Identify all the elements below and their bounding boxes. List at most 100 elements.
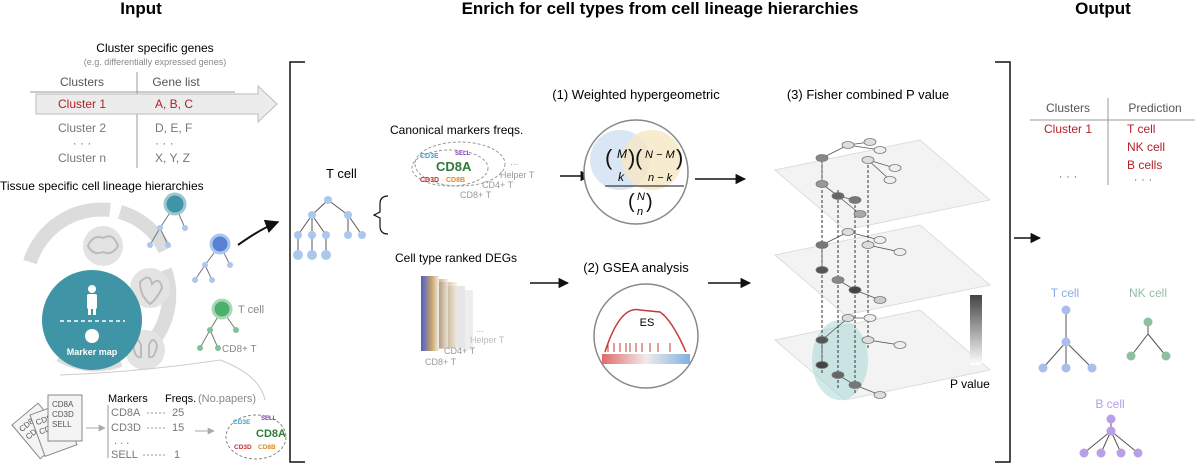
deg-dots: ...	[476, 324, 484, 334]
deg-cd4-t: CD4+ T	[444, 346, 476, 356]
output-header: Output	[1075, 0, 1131, 18]
marker-row-2-freq: 15	[172, 422, 184, 434]
cluster-row-4-genes: X, Y, Z	[155, 151, 190, 165]
marker-row-2-name: CD3D	[111, 422, 141, 434]
freqs-header: Freqs.	[165, 393, 196, 405]
middle-brace	[372, 195, 389, 235]
canon-dots: ...	[510, 157, 518, 168]
canon-cd8-t: CD8+ T	[460, 190, 492, 200]
paper-3-line-1: CD8A	[52, 400, 74, 409]
heart-organ-icon	[130, 268, 170, 308]
svg-text:): )	[646, 191, 653, 213]
out-bcell-label: B cell	[1095, 397, 1124, 411]
formula-M: M	[617, 147, 627, 161]
input-cd8t-label: CD8+ T	[222, 344, 257, 355]
col-gene-list: Gene list	[152, 75, 200, 89]
cluster1-highlight-arrow	[35, 84, 278, 124]
canon-sell: SELL	[455, 151, 471, 157]
human-figure-icon	[87, 285, 97, 315]
cluster-row-1-name: Cluster 1	[58, 97, 106, 111]
degs-label: Cell type ranked DEGs	[395, 251, 517, 265]
marker-map-label: Marker map	[67, 347, 118, 357]
cluster-genes-title: Cluster specific genes	[96, 41, 213, 55]
fisher-nodes	[815, 138, 907, 399]
marker-row-3-name: . . .	[114, 435, 129, 447]
gsea-hits	[607, 343, 671, 352]
deg-heatmaps	[421, 276, 473, 351]
svg-text:(: (	[635, 145, 643, 170]
bubble-cd8a: CD8A	[256, 428, 286, 440]
cluster-row-1-genes: A, B, C	[155, 97, 193, 111]
hierarchy-title: Tissue specific cell lineage hierarchies	[0, 179, 204, 193]
canon-cd4-t: CD4+ T	[482, 180, 514, 190]
pvalue-gradient	[970, 295, 982, 365]
marker-row-4-name: SELL	[111, 449, 138, 461]
deg-helper-t: Helper T	[470, 335, 505, 345]
cluster-genes-subtitle: (e.g. differentially expressed genes)	[84, 57, 226, 67]
nopapers-header: (No.papers)	[198, 393, 256, 405]
canonical-ellipses	[411, 141, 506, 187]
out-pred-1: T cell	[1127, 122, 1155, 136]
svg-text:(: (	[605, 145, 613, 170]
out-dots-right: · · ·	[1134, 172, 1153, 186]
marker-map-circle	[42, 270, 142, 370]
svg-text:): )	[628, 145, 635, 170]
deg-cd8-t: CD8+ T	[425, 357, 457, 367]
bubble-cd3d: CD3D	[234, 444, 252, 451]
paper-3-line-3: SELL	[52, 420, 72, 429]
formula-NM: N − M	[645, 149, 675, 161]
gsea-circle	[593, 283, 699, 389]
formula-N: N	[637, 191, 645, 203]
cluster-row-3-genes: · · ·	[155, 136, 174, 150]
cluster-row-4-name: Cluster n	[58, 151, 106, 165]
out-col-prediction: Prediction	[1128, 101, 1181, 115]
out-cluster-1: Cluster 1	[1044, 122, 1092, 136]
paper-3-line-2: CD3D	[52, 410, 74, 419]
enrich-header: Enrich for cell types from cell lineage …	[462, 0, 859, 18]
out-nkcell-label: NK cell	[1129, 286, 1167, 300]
input-tcell-label: T cell	[238, 304, 264, 316]
col-clusters: Clusters	[60, 75, 104, 89]
canon-cd3e: CD3E	[420, 153, 439, 160]
es-label: ES	[640, 317, 655, 329]
out-dots-left: · · ·	[1059, 169, 1078, 183]
formula-n: n	[637, 206, 643, 218]
bubble-sell: SELL	[261, 416, 277, 422]
cluster-row-2-name: Cluster 2	[58, 121, 106, 135]
hypergeo-formula: ( M k ) ( N − M n − k ) ( N n )	[605, 145, 684, 218]
bubble-cd8b: CD8B	[258, 444, 276, 451]
out-col-clusters: Clusters	[1046, 101, 1090, 115]
pvalue-label: P value	[950, 377, 990, 391]
out-tcell-label: T cell	[1051, 286, 1079, 300]
markers-header: Markers	[108, 393, 148, 405]
marker-row-1-freq: 25	[172, 407, 184, 419]
marker-row-1-name: CD8A	[111, 407, 141, 419]
method1-label: (1) Weighted hypergeometric	[552, 87, 720, 102]
marker-bubble	[225, 414, 287, 460]
svg-text:): )	[676, 145, 683, 170]
marker-row-4-freq: 1	[174, 449, 180, 461]
middle-tree-nodes	[293, 196, 366, 260]
middle-left-bracket	[289, 61, 305, 463]
canon-cd3d: CD3D	[420, 177, 439, 184]
input-header: Input	[120, 0, 162, 18]
canon-helper-t: Helper T	[500, 170, 535, 180]
formula-k: k	[618, 170, 625, 184]
brain-organ-icon	[83, 226, 123, 266]
cluster-row-2-genes: D, E, F	[155, 121, 192, 135]
svg-text:(: (	[628, 191, 635, 213]
cluster-row-3-name: · · ·	[73, 136, 92, 150]
middle-tcell-label: T cell	[326, 166, 357, 181]
canonical-label: Canonical markers freqs.	[390, 123, 523, 137]
es-curve	[604, 308, 687, 353]
gsea-rank-bar	[602, 354, 690, 364]
bubble-cd3e: CD3E	[233, 419, 251, 426]
formula-nk: n − k	[648, 172, 673, 184]
canon-cd8b: CD8B	[446, 177, 465, 184]
brain-small-icon	[85, 329, 99, 343]
out-nkcell-tree	[1130, 322, 1167, 357]
middle-tree	[297, 199, 363, 255]
paper-stack: CD8 CD3 CD8 CD3 CD8A CD3D SELL	[11, 394, 106, 460]
